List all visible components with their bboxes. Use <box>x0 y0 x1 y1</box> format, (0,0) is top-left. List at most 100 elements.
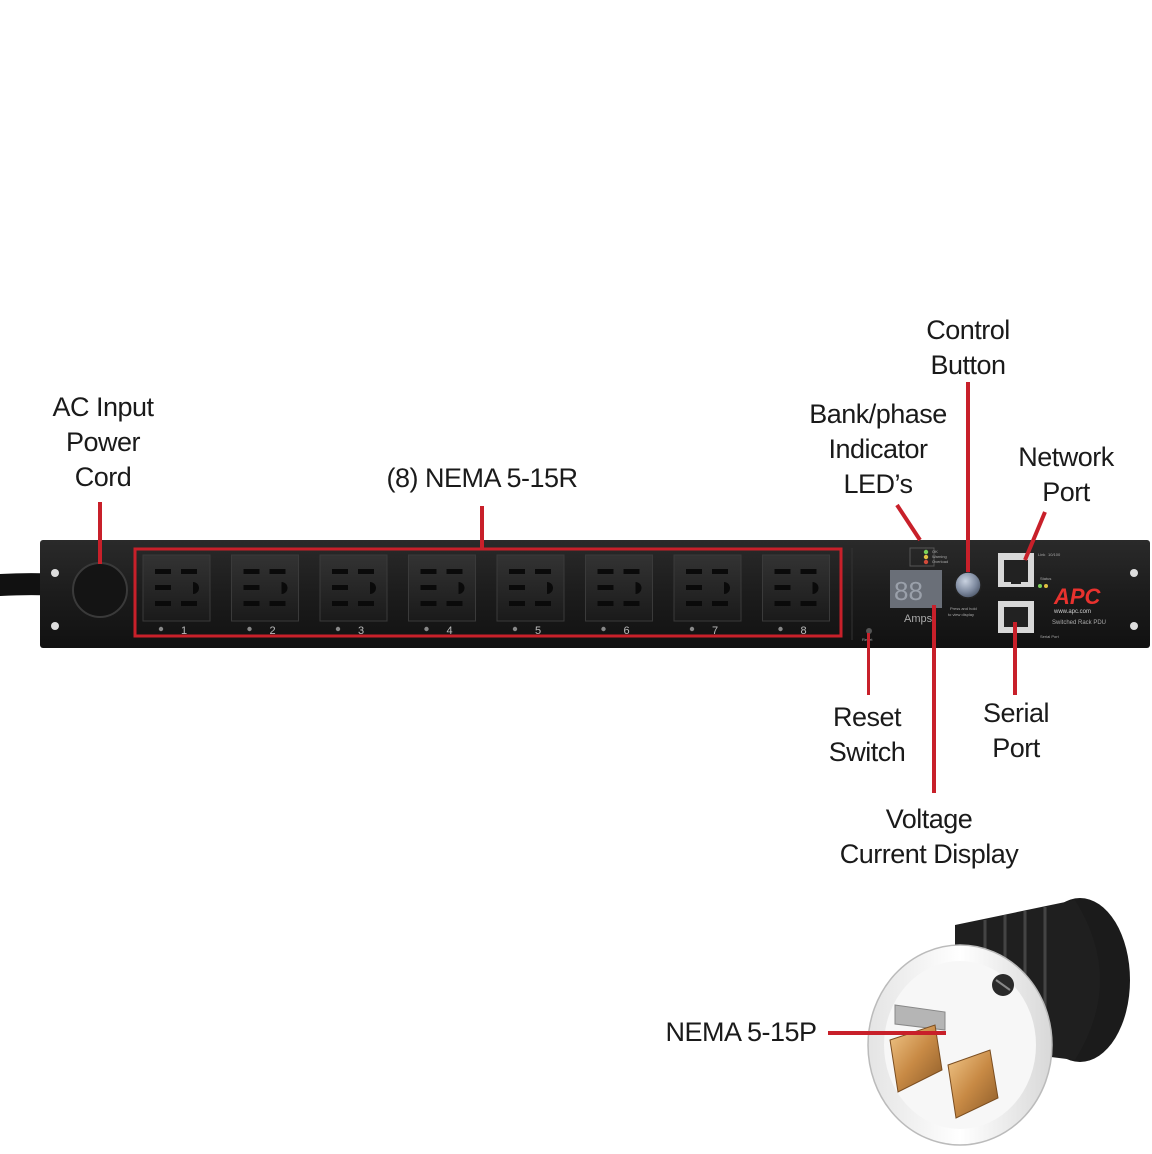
svg-text:Switched Rack PDU: Switched Rack PDU <box>1052 620 1106 626</box>
callout-serial <box>1013 622 1017 695</box>
ground-hole <box>724 582 730 594</box>
outlet-led-icon <box>601 626 606 632</box>
cord-grommet <box>72 562 128 618</box>
led-label: Warning <box>932 554 947 559</box>
callout-reset <box>867 633 870 695</box>
led-green-icon <box>923 549 929 555</box>
slot <box>358 569 374 574</box>
svg-text:to view display: to view display <box>948 612 974 617</box>
outlet-number: 5 <box>535 625 541 637</box>
slot <box>597 601 614 606</box>
slot <box>155 569 171 574</box>
display-digits: 88 <box>894 576 923 606</box>
slot <box>509 569 525 574</box>
outlet-number: 6 <box>624 625 630 637</box>
svg-text:Press and hold: Press and hold <box>950 606 977 611</box>
brand-logo: APC <box>1053 584 1102 609</box>
slot <box>535 569 551 574</box>
slot <box>800 601 817 606</box>
slot <box>155 585 171 590</box>
label-bank-leds: Bank/phase Indicator LED’s <box>809 399 947 499</box>
slot <box>332 585 348 590</box>
screw-icon <box>1130 569 1138 577</box>
led-label: Overload <box>932 559 948 564</box>
callout-ac-input <box>98 502 102 564</box>
outlet-number: 7 <box>712 625 718 637</box>
outlet-number: 4 <box>447 625 453 637</box>
label-serial-port: Serial Port <box>982 698 1050 763</box>
slot <box>686 601 702 606</box>
outlet-led-icon <box>247 626 252 632</box>
label-display: Voltage Current Display <box>839 804 1019 869</box>
ground-hole <box>193 582 199 594</box>
slot <box>243 569 260 574</box>
screw-icon <box>51 569 59 577</box>
outlet-3: 3 <box>319 554 388 637</box>
slot <box>155 601 171 606</box>
outlet-number: 1 <box>181 625 187 637</box>
outlet-led-icon <box>689 626 695 632</box>
slot <box>358 601 374 606</box>
screw-icon <box>51 622 59 630</box>
slot <box>420 585 437 590</box>
outlet-6: 6 <box>585 554 653 637</box>
outlet-led-icon <box>512 626 518 632</box>
slot <box>800 569 817 574</box>
slot <box>774 601 791 606</box>
label-outlets: (8) NEMA 5-15R <box>386 463 578 493</box>
ground-hole <box>547 582 553 594</box>
outlet-8: 8 <box>762 554 830 637</box>
outlet-number: 2 <box>270 625 276 637</box>
led-label: OK <box>932 549 938 554</box>
outlet-1: 1 <box>142 554 211 637</box>
reset-switch <box>866 628 872 634</box>
outlet-7: 7 <box>673 554 742 637</box>
slot <box>181 569 197 574</box>
plug-prong <box>947 1049 999 1119</box>
label-plug: NEMA 5-15P <box>665 1017 817 1047</box>
slot <box>597 569 614 574</box>
outlet-group: 1 2 3 4 5 6 7 8 <box>142 554 830 637</box>
slot <box>686 585 702 590</box>
control-button <box>954 571 982 599</box>
callout-display <box>932 605 936 793</box>
callout-outlets <box>480 506 484 550</box>
slot <box>269 569 286 574</box>
slot <box>774 569 791 574</box>
nema-plug <box>867 898 1130 1146</box>
ground-hole <box>458 582 465 594</box>
outlet-number: 3 <box>358 625 364 637</box>
plug-prong <box>889 1024 943 1093</box>
slot <box>623 569 640 574</box>
svg-text:10/100: 10/100 <box>1048 552 1061 557</box>
label-reset-switch: Reset Switch <box>828 702 906 767</box>
slot <box>686 569 702 574</box>
slot <box>243 585 260 590</box>
slot <box>597 585 614 590</box>
label-control-button: Control Button <box>926 315 1010 380</box>
screw-icon <box>1130 622 1138 630</box>
ground-hole <box>812 582 819 594</box>
slot <box>623 601 640 606</box>
slot <box>509 585 525 590</box>
slot <box>774 585 791 590</box>
svg-text:Status: Status <box>1040 576 1051 581</box>
callout-control-button <box>966 382 970 572</box>
slot <box>181 601 197 606</box>
label-ac-input: AC Input Power Cord <box>52 392 154 492</box>
svg-text:www.apc.com: www.apc.com <box>1053 609 1091 615</box>
outlet-2: 2 <box>231 554 299 637</box>
ground-hole <box>281 582 288 594</box>
outlet-led-icon <box>335 626 341 632</box>
slot <box>446 601 463 606</box>
led-red-icon <box>923 559 929 565</box>
ground-hole <box>370 582 376 594</box>
outlets-highlight <box>133 547 843 638</box>
svg-text:Link: Link <box>1038 552 1045 557</box>
slot <box>446 569 463 574</box>
outlet-4: 4 <box>408 554 476 637</box>
slot <box>712 601 728 606</box>
ground-hole <box>635 582 642 594</box>
slot <box>420 569 437 574</box>
